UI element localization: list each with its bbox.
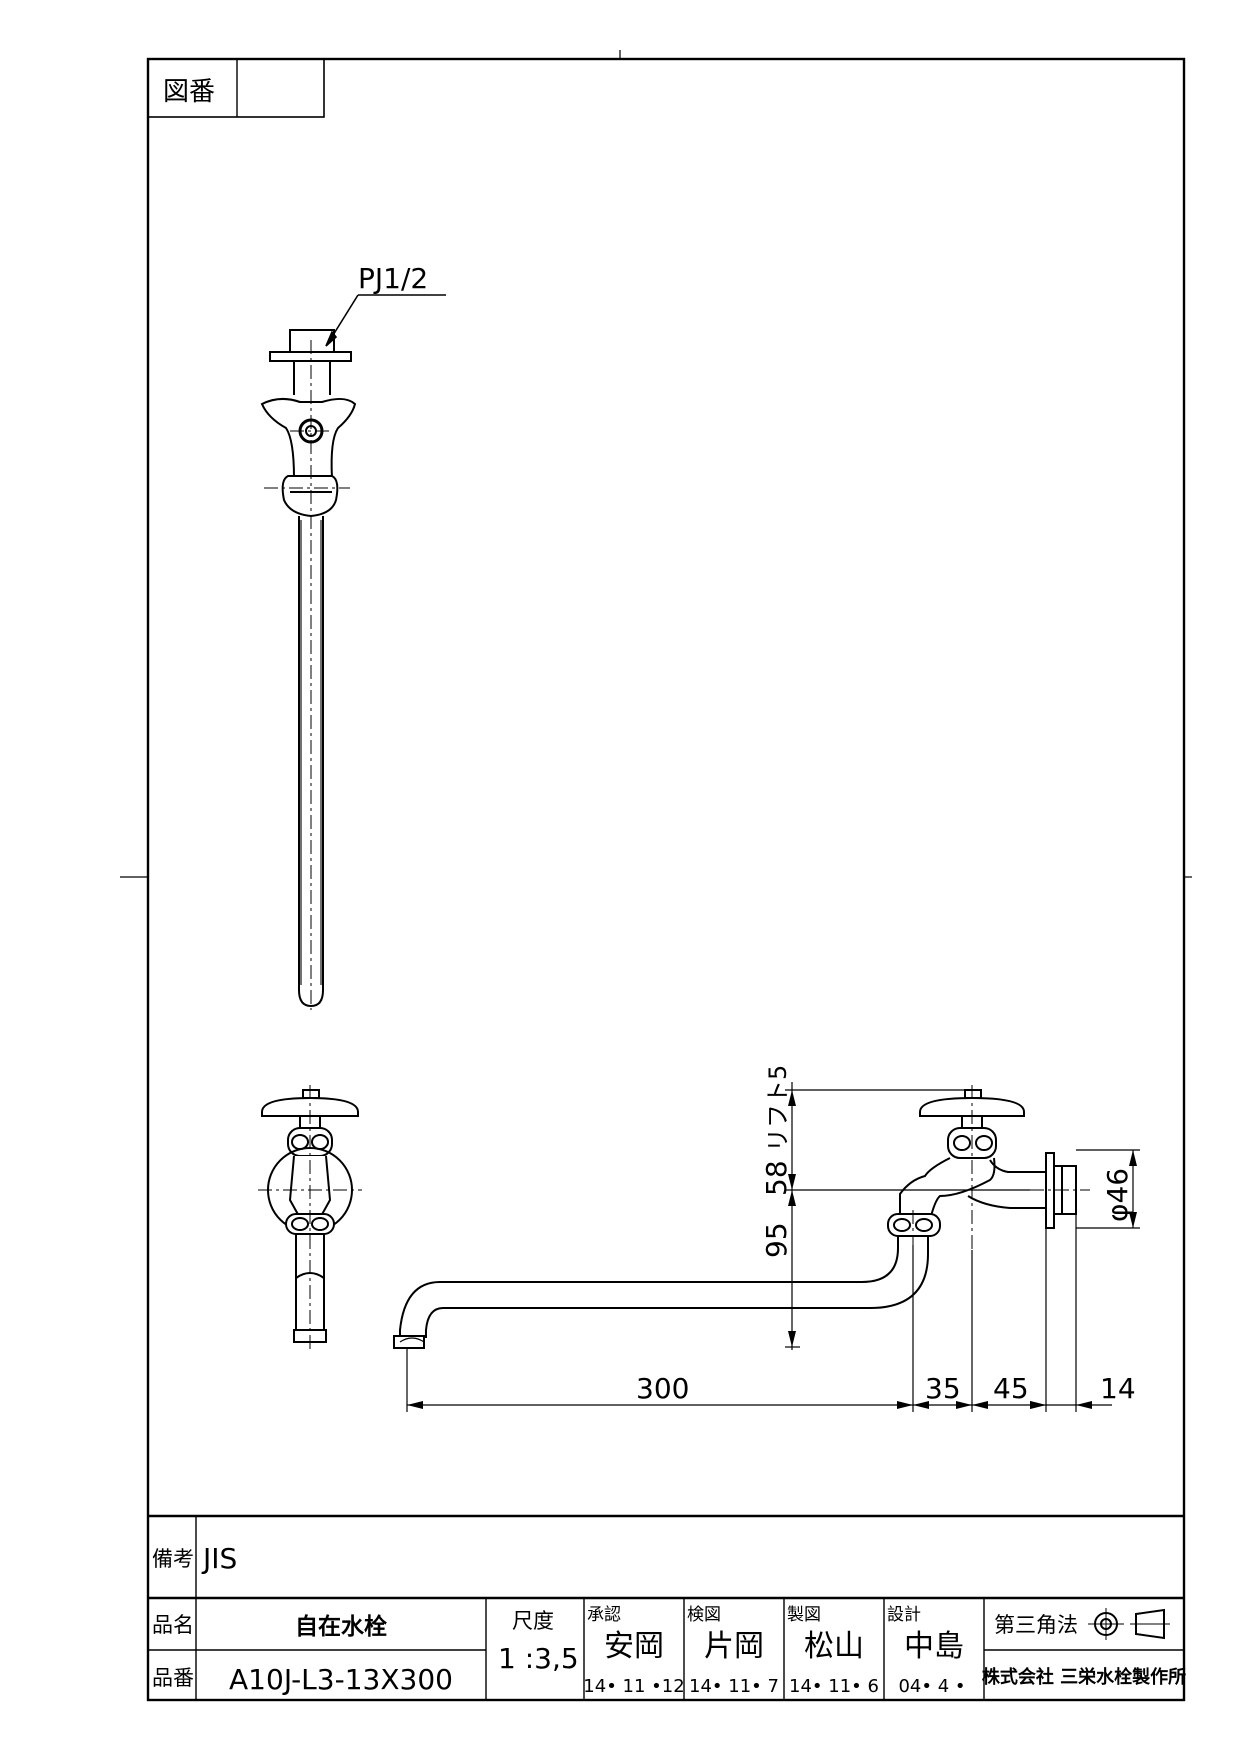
approval-name: 安岡 [604,1629,664,1664]
title-block-grid [148,1514,1184,1700]
drawing-frame [120,50,1192,1702]
check-date: 14• 11• 7 [689,1676,779,1697]
dimension-45: 45 [993,1372,1029,1405]
third-angle-projection-symbol [1088,1608,1170,1640]
dimension-arrows [407,1090,1137,1409]
scale-value: 1 :3,5 [498,1642,579,1675]
front-view-centerlines [912,1085,1090,1260]
front-view [393,1089,1077,1349]
product-name-value: 自在水栓 [295,1613,387,1640]
dimension-lines [406,1082,1140,1412]
check-name: 片岡 [704,1629,764,1664]
projection-label: 第三角法 [994,1613,1078,1637]
check-label: 検図 [687,1605,721,1625]
thread-label: PJ1/2 [358,262,428,295]
draft-date: 14• 11• 6 [789,1676,879,1697]
product-number-label: 品番 [152,1666,194,1690]
approval-label: 承認 [587,1605,621,1625]
company-name: 株式会社 三栄水栓製作所 [982,1666,1186,1688]
dimension-14: 14 [1100,1372,1136,1405]
top-view-centerlines [264,340,350,1010]
dimension-35: 35 [925,1372,961,1405]
dimension-diameter: φ46 [1101,1168,1134,1222]
product-name-label: 品名 [152,1613,194,1637]
dimension-lift: リフト5 [764,1065,792,1152]
scale-label: 尺度 [512,1609,554,1633]
drawing-number-label: 図番 [163,77,215,107]
thread-leader [325,294,446,347]
dimension-95: 95 [760,1222,793,1258]
top-view [260,329,357,1008]
remarks-value: JIS [201,1542,237,1575]
draft-name: 松山 [804,1629,864,1664]
approval-date: 14• 11 •12 [583,1676,684,1697]
draft-label: 製図 [787,1605,821,1625]
design-label: 設計 [887,1605,921,1625]
design-name: 中島 [904,1629,964,1664]
dimension-58: 58 [760,1160,793,1196]
design-date: 04• 4 • [898,1676,965,1697]
dimension-300: 300 [636,1372,689,1405]
end-view-centerlines [258,1085,362,1350]
product-number-value: A10J-L3-13X300 [229,1663,453,1696]
remarks-label: 備考 [152,1547,194,1571]
